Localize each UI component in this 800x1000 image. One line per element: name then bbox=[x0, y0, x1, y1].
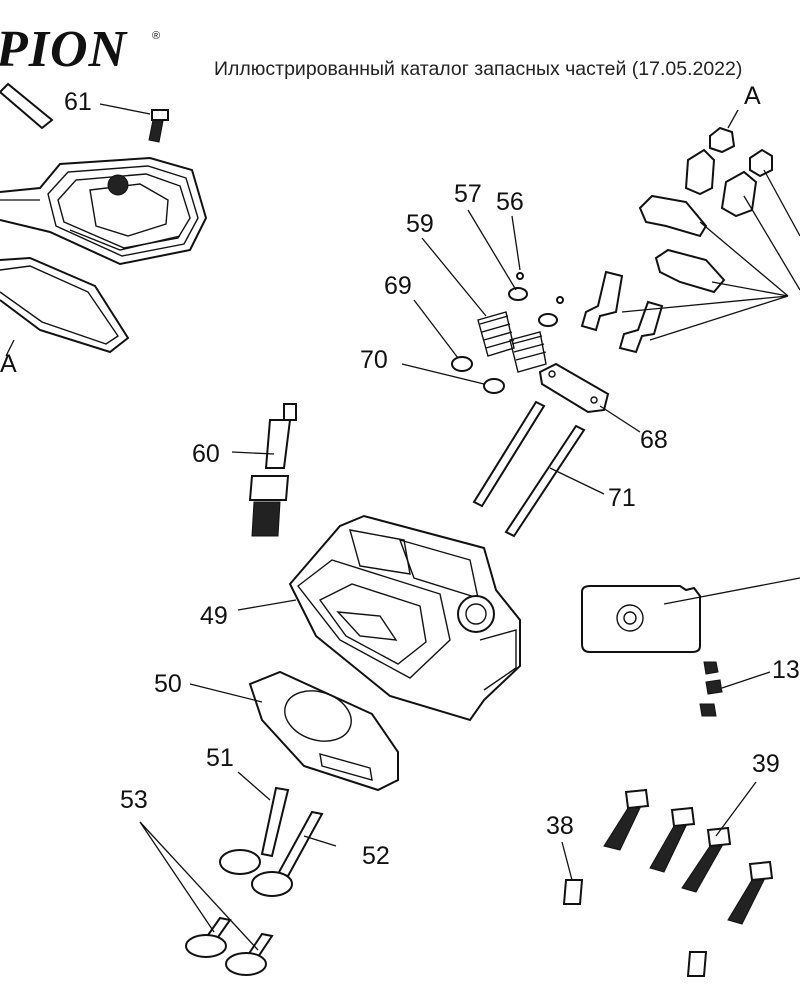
callout-57: 57 bbox=[454, 180, 482, 208]
callout-69: 69 bbox=[384, 272, 412, 300]
registered-mark: ® bbox=[152, 30, 161, 42]
callout-38: 38 bbox=[546, 812, 574, 840]
callout-52: 52 bbox=[362, 842, 390, 870]
callout-71: 71 bbox=[608, 484, 636, 512]
part-50-gasket bbox=[248, 670, 399, 792]
part-53-valves bbox=[185, 916, 274, 976]
callout-59: 59 bbox=[406, 210, 434, 238]
callout-61: 61 bbox=[64, 88, 92, 116]
part-71-pushrods bbox=[472, 400, 586, 538]
callout-56: 56 bbox=[496, 188, 524, 216]
valve-cover bbox=[0, 156, 208, 266]
valve-cover-gasket bbox=[0, 256, 130, 354]
valve-springs bbox=[451, 272, 564, 394]
part-13-screws bbox=[699, 661, 723, 717]
callout-A-top: A bbox=[744, 82, 761, 110]
rocker-group bbox=[580, 126, 773, 354]
brand-logo-text: PION bbox=[0, 21, 128, 78]
catalog-title: Иллюстрированный каталог запасных частей… bbox=[214, 58, 743, 80]
part-49-cylinder-head bbox=[288, 514, 521, 722]
part-51-valve bbox=[219, 786, 290, 875]
callout-50: 50 bbox=[154, 670, 182, 698]
callout-51: 51 bbox=[206, 744, 234, 772]
part-38-dowels bbox=[562, 879, 708, 977]
callout-60: 60 bbox=[192, 440, 220, 468]
part-39-bolts bbox=[603, 788, 774, 925]
callout-49: 49 bbox=[200, 602, 228, 630]
part-68-plate bbox=[538, 362, 610, 414]
callout-53: 53 bbox=[120, 786, 148, 814]
callout-70: 70 bbox=[360, 346, 388, 374]
part-60-spark-plug bbox=[248, 403, 297, 537]
part-61-rod bbox=[0, 82, 54, 130]
part-52-valve bbox=[251, 810, 324, 897]
callout-13: 13 bbox=[772, 656, 800, 684]
brand-logo: PION bbox=[0, 24, 127, 76]
callout-68: 68 bbox=[640, 426, 668, 454]
part-61-screw bbox=[148, 109, 169, 143]
callout-A-left: A bbox=[0, 350, 17, 378]
callout-39: 39 bbox=[752, 750, 780, 778]
part-13-cover-plate bbox=[581, 585, 701, 653]
